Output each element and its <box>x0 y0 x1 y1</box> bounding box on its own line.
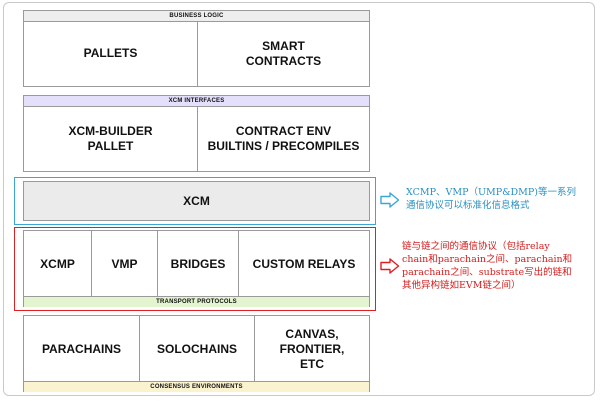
contract-env-cell: CONTRACT ENV BUILTINS / PRECOMPILES <box>207 123 360 153</box>
xcmp-cell: XCMP <box>40 256 75 271</box>
consensus-environments-block: PARACHAINS SOLOCHAINS CANVAS, FRONTIER, … <box>23 315 370 392</box>
transport-annotation-line-3: parachain之间、substrate写出的链和 <box>402 267 572 278</box>
consensus-environments-footer: CONSENSUS ENVIRONMENTS <box>24 381 369 392</box>
xcm-label: XCM <box>183 193 210 208</box>
business-logic-block: BUSINESS LOGIC PALLETS SMART CONTRACTS <box>23 10 370 87</box>
right-arrow-icon <box>380 258 400 274</box>
transport-annotation: 链与链之间的通信协议（包括relay chain和parachain之间、par… <box>402 240 572 292</box>
business-logic-header: BUSINESS LOGIC <box>24 11 369 22</box>
canvas-frontier-cell: CANVAS, FRONTIER, ETC <box>279 326 345 371</box>
xcm-annotation-line-2: 通信协议可以标准化信息格式 <box>406 200 530 211</box>
transport-highlight-outline <box>14 227 376 311</box>
right-arrow-icon <box>380 192 400 208</box>
diagram-frame <box>3 2 595 396</box>
solochains-cell: SOLOCHAINS <box>156 341 237 356</box>
vmp-cell: VMP <box>111 256 138 271</box>
pallets-cell: PALLETS <box>83 46 138 60</box>
transport-divider-2 <box>157 231 158 297</box>
custom-relays-cell: CUSTOM RELAYS <box>252 256 356 271</box>
xcm-annotation-line-1: XCMP、VMP（UMP&DMP)等一系列 <box>406 187 576 198</box>
transport-protocols-block: XCMP VMP BRIDGES CUSTOM RELAYS TRANSPORT… <box>23 230 370 307</box>
bridges-cell: BRIDGES <box>170 256 226 271</box>
transport-divider-1 <box>91 231 92 297</box>
parachains-cell: PARACHAINS <box>41 341 122 356</box>
xcm-interfaces-block: XCM INTERFACES XCM-BUILDER PALLET CONTRA… <box>23 95 370 172</box>
transport-protocols-footer: TRANSPORT PROTOCOLS <box>24 296 369 307</box>
business-logic-divider <box>197 21 198 86</box>
xcm-block: XCM <box>23 181 370 221</box>
xcm-highlight-outline <box>14 177 376 225</box>
xcm-interfaces-divider <box>197 106 198 171</box>
xcm-annotation: XCMP、VMP（UMP&DMP)等一系列 通信协议可以标准化信息格式 <box>406 186 576 212</box>
transport-divider-3 <box>238 231 239 297</box>
xcm-builder-pallet-cell: XCM-BUILDER PALLET <box>68 123 153 153</box>
transport-annotation-line-4: 其他异构链如EVM链之间） <box>402 280 521 291</box>
transport-annotation-line-2: chain和parachain之间、parachain和 <box>402 254 573 265</box>
xcm-interfaces-header: XCM INTERFACES <box>24 96 369 107</box>
transport-annotation-line-1: 链与链之间的通信协议（包括relay <box>402 241 550 252</box>
consensus-divider-1 <box>139 316 140 382</box>
consensus-divider-2 <box>254 316 255 382</box>
smart-contracts-cell: SMART CONTRACTS <box>245 38 322 68</box>
